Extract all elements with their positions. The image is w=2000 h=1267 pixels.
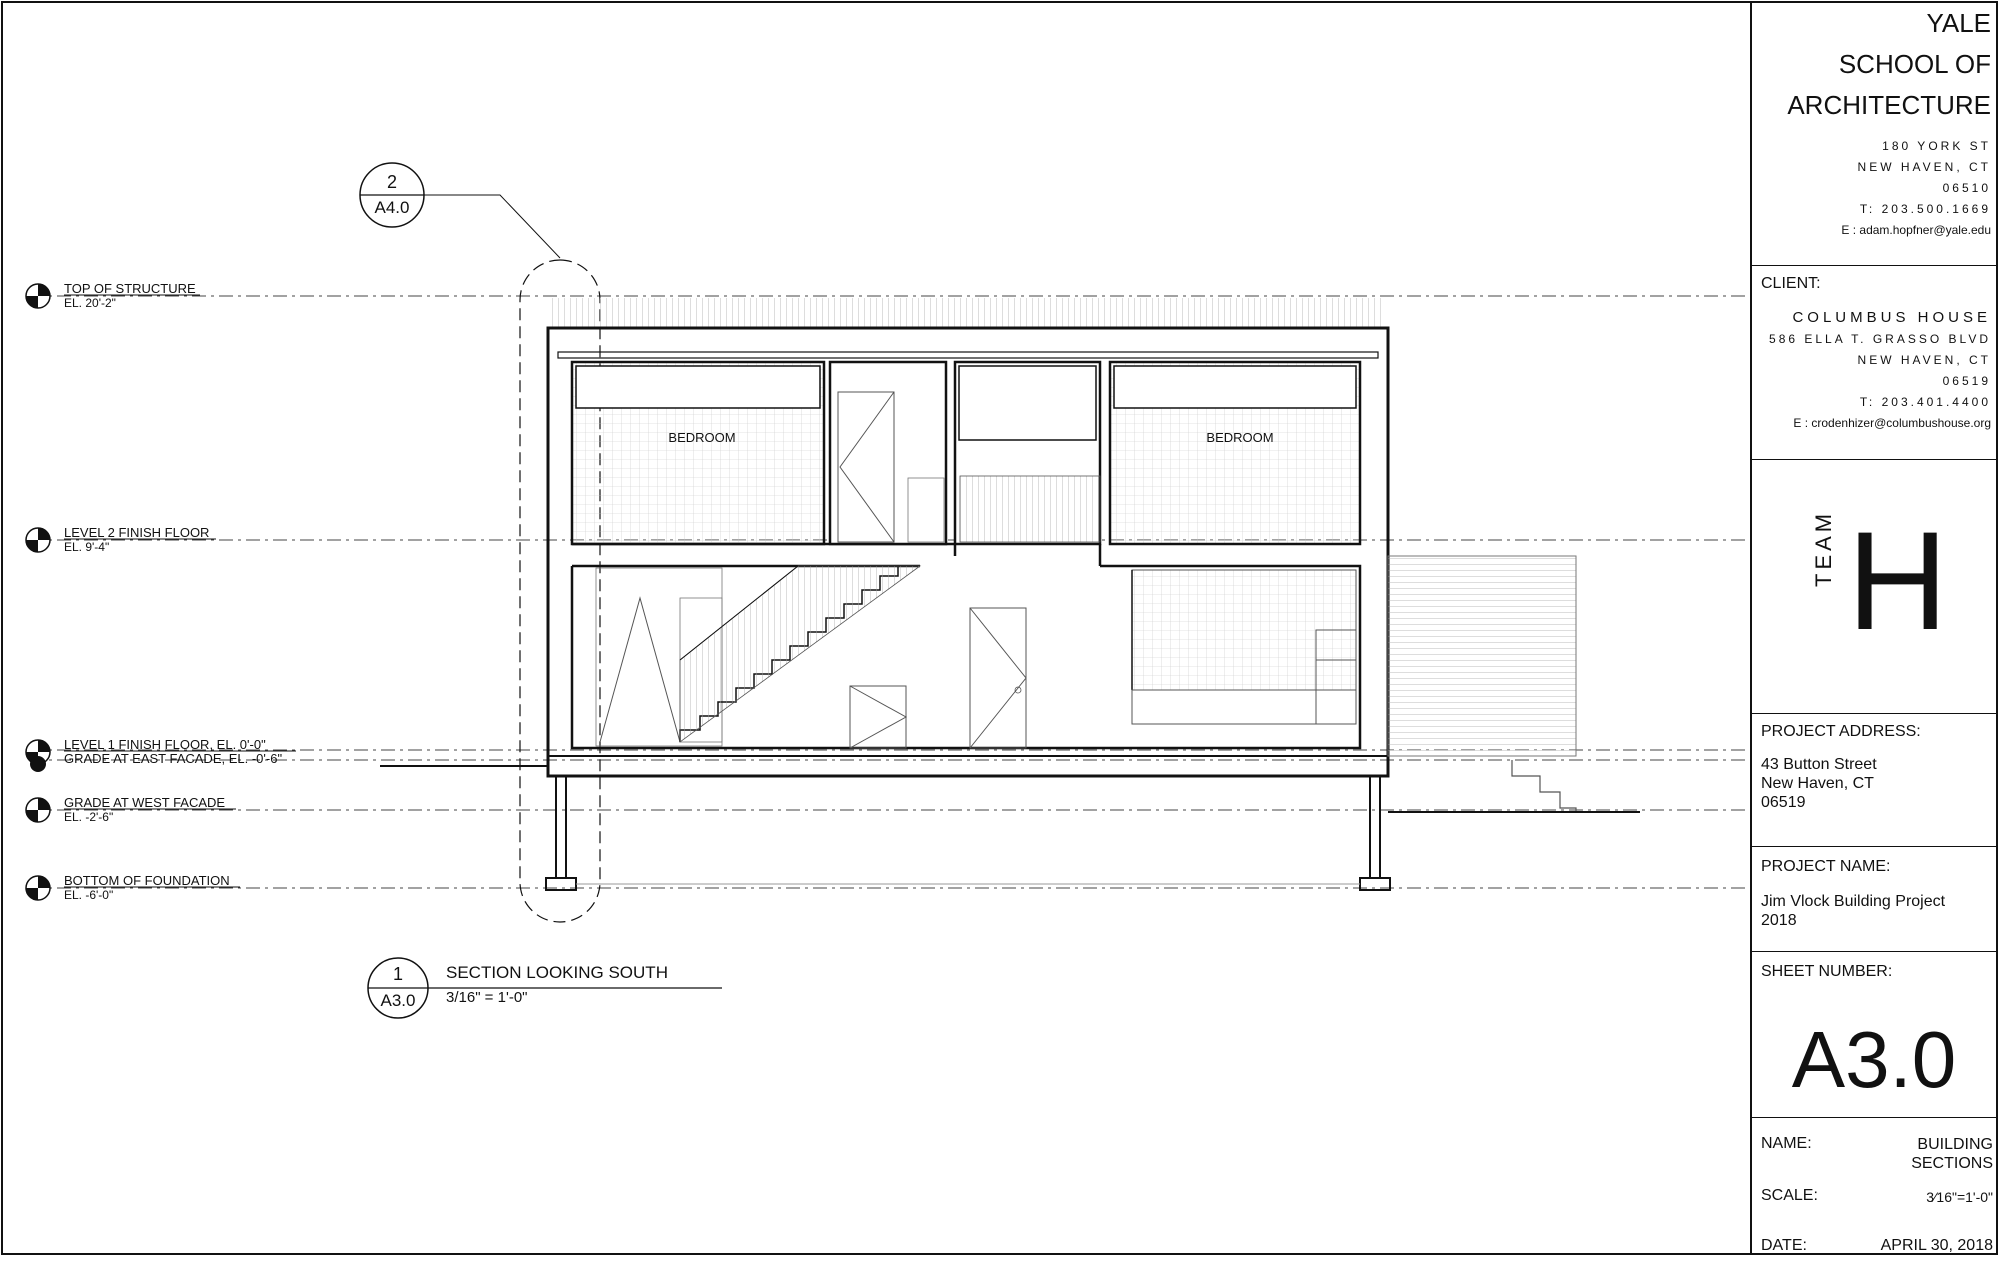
level-elevation: EL. 9'-4": [64, 540, 109, 554]
level-marker-bottom-foundation: BOTTOM OF FOUNDATION EL. -6'-0": [25, 873, 240, 902]
client-email: E : crodenhizer@columbushouse.org: [1793, 416, 1991, 430]
drawing-title-text: SECTION LOOKING SOUTH: [446, 963, 668, 982]
bathroom: [828, 360, 948, 546]
level-markers: TOP OF STRUCTURE EL. 20'-2" LEVEL 2 FINI…: [25, 281, 296, 902]
level-name: GRADE AT WEST FACADE: [64, 795, 225, 810]
drawing-scale: 3/16" = 1'-0": [446, 989, 527, 1006]
client-address-line: T: 203.401.4400: [1859, 395, 1991, 409]
project-name-line: 2018: [1761, 912, 1797, 929]
detail-cloud: [519, 259, 601, 923]
project-address-line: 06519: [1761, 794, 1806, 811]
foundation: [545, 775, 1391, 891]
school-block: YALE SCHOOL OF ARCHITECTURE 180 YORK ST …: [1751, 3, 1997, 241]
room-label-bedroom-right: BEDROOM: [1206, 430, 1273, 445]
project-name-label: PROJECT NAME:: [1761, 858, 1891, 875]
school-line: ARCHITECTURE: [1787, 90, 1991, 120]
client-address-line: 06519: [1942, 374, 1991, 388]
date-label: DATE:: [1761, 1237, 1807, 1254]
room-label-bedroom-left: BEDROOM: [668, 430, 735, 445]
sheet-number-label: SHEET NUMBER:: [1761, 963, 1893, 980]
school-email: E : adam.hopfner@yale.edu: [1841, 223, 1991, 237]
title-block: YALE SCHOOL OF ARCHITECTURE 180 YORK ST …: [1751, 3, 1997, 1254]
client-label: CLIENT:: [1761, 275, 1821, 292]
school-address-line: NEW HAVEN, CT: [1857, 160, 1991, 174]
level-name: BOTTOM OF FOUNDATION: [64, 873, 230, 888]
project-address-line: 43 Button Street: [1761, 756, 1877, 773]
school-address-line: 180 YORK ST: [1882, 139, 1991, 153]
sheet-number-block: SHEET NUMBER: A3.0: [1751, 963, 1997, 1123]
sheet-name-line: BUILDING: [1917, 1136, 1993, 1153]
team-logo: TEAM H: [1751, 459, 1997, 713]
school-line: YALE: [1926, 8, 1991, 38]
drawing-number: 1: [393, 964, 403, 984]
team-letter: H: [1847, 502, 1949, 659]
project-name-line: Jim Vlock Building Project: [1761, 893, 1946, 910]
scale-value: 3⁄16"=1'-0": [1926, 1189, 1993, 1205]
project-address-line: New Haven, CT: [1761, 775, 1874, 792]
school-line: SCHOOL OF: [1838, 49, 1991, 79]
project-address-label: PROJECT ADDRESS:: [1761, 723, 1921, 740]
scale-label: SCALE:: [1761, 1187, 1818, 1204]
level-elevation: EL. -6'-0": [64, 888, 113, 902]
level-marker-grade-west: GRADE AT WEST FACADE EL. -2'-6": [25, 795, 236, 824]
exterior-deck: [1387, 555, 1577, 812]
client-name: COLUMBUS HOUSE: [1792, 309, 1991, 326]
drawing-sheet: A3.0: [381, 991, 416, 1010]
sheet-name-line: SECTIONS: [1911, 1155, 1993, 1172]
level-marker-top-of-structure: TOP OF STRUCTURE EL. 20'-2": [25, 281, 200, 310]
section-callout: 2 A4.0: [359, 162, 601, 923]
roof-hatch: [550, 298, 1386, 328]
callout-number: 2: [387, 172, 397, 192]
level-elevation: EL. -2'-6": [64, 810, 113, 824]
lower-floor: [570, 564, 1362, 750]
client-address-line: 586 ELLA T. GRASSO BLVD: [1769, 332, 1991, 346]
callout-sheet: A4.0: [375, 198, 410, 217]
level-marker-level-1: LEVEL 1 FINISH FLOOR, EL. 0'-0" GRADE AT…: [25, 737, 296, 772]
sheet-number: A3.0: [1791, 1015, 1957, 1104]
project-name-block: PROJECT NAME: Jim Vlock Building Project…: [1751, 858, 1997, 930]
grade-lines: [380, 765, 1640, 813]
level-marker-level-2: LEVEL 2 FINISH FLOOR EL. 9'-4": [25, 525, 216, 554]
school-address-line: 06510: [1942, 181, 1991, 195]
client-block: CLIENT: COLUMBUS HOUSE 586 ELLA T. GRASS…: [1751, 275, 1997, 434]
level-name: LEVEL 2 FINISH FLOOR: [64, 525, 209, 540]
level-name: LEVEL 1 FINISH FLOOR, EL. 0'-0": [64, 737, 266, 752]
level-elevation: EL. 20'-2": [64, 296, 116, 310]
upper-floor-rooms: BEDROOM BEDROOM: [570, 360, 1362, 546]
date-value: APRIL 30, 2018: [1880, 1237, 1993, 1254]
team-word: TEAM: [1811, 509, 1836, 587]
school-address-line: T: 203.500.1669: [1859, 202, 1991, 216]
name-label: NAME:: [1761, 1135, 1812, 1152]
project-address-block: PROJECT ADDRESS: 43 Button Street New Ha…: [1751, 723, 1997, 812]
client-address-line: NEW HAVEN, CT: [1857, 353, 1991, 367]
level-name: TOP OF STRUCTURE: [64, 281, 196, 296]
sheet-info-block: NAME: BUILDING SECTIONS SCALE: 3⁄16"=1'-…: [1751, 1133, 1997, 1267]
drawing-title: 1 A3.0 SECTION LOOKING SOUTH 3/16" = 1'-…: [367, 957, 722, 1019]
level-elevation: GRADE AT EAST FACADE, EL. -0'-6": [64, 751, 282, 766]
